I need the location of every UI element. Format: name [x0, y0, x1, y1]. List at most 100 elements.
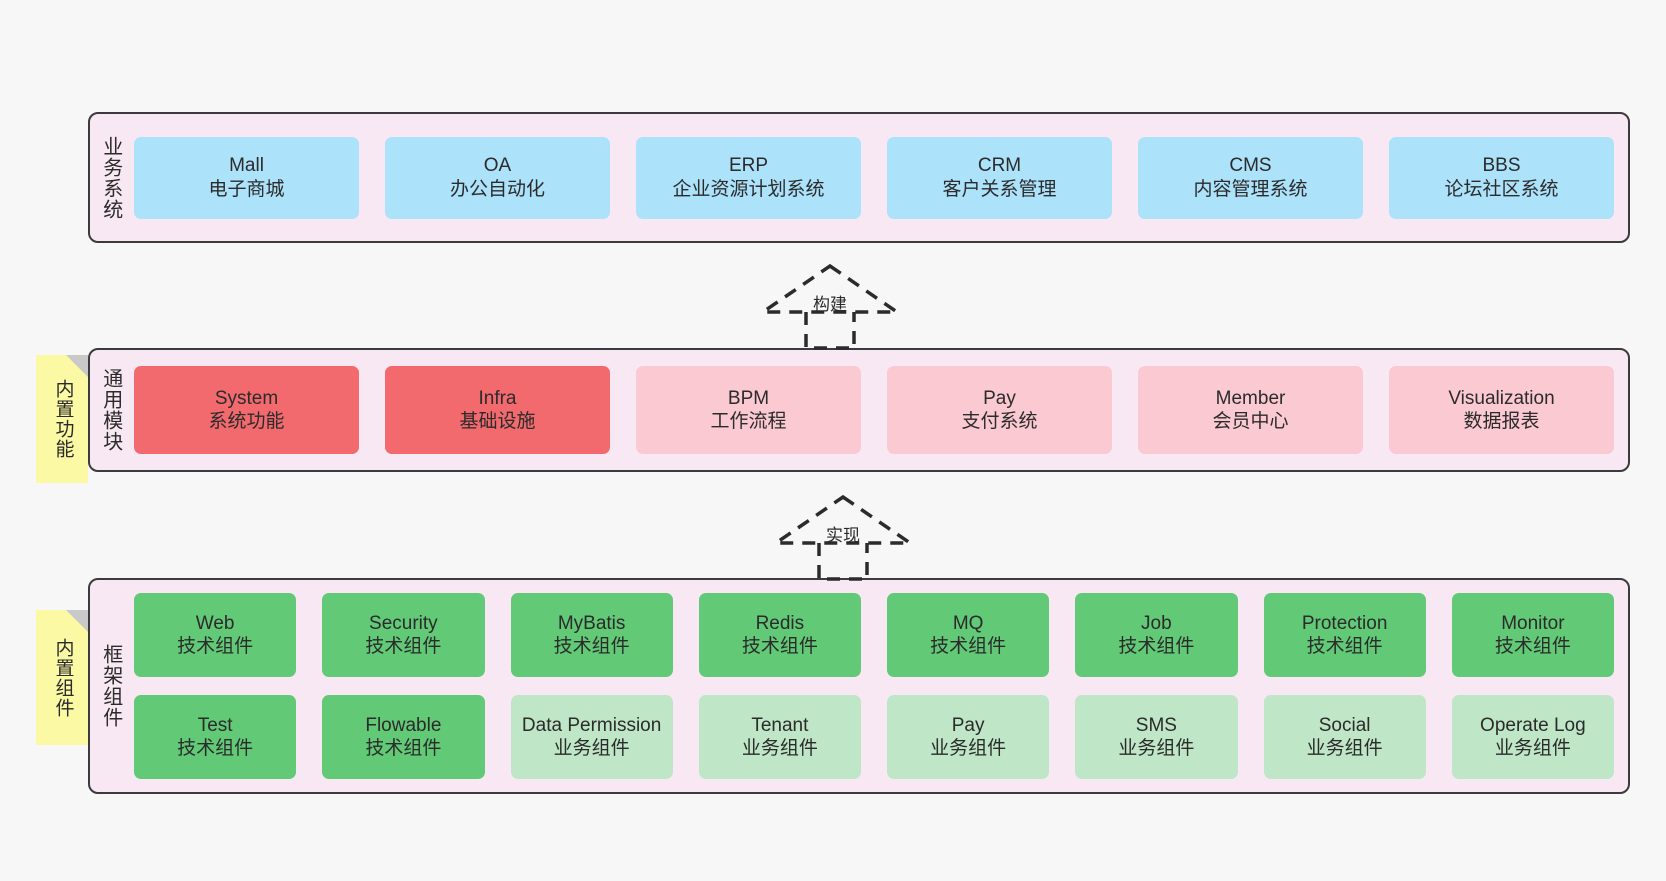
layer-framework-components[interactable]: 框架组件 Web 技术组件 Security 技术组件 MyBatis 技术组件… — [88, 578, 1630, 794]
card-title: MQ — [952, 612, 984, 634]
card-web[interactable]: Web 技术组件 — [134, 593, 297, 677]
card-title: Web — [195, 612, 235, 634]
card-subtitle: 业务组件 — [1306, 738, 1383, 759]
card-subtitle: 业务组件 — [741, 738, 818, 759]
card-visualization[interactable]: Visualization 数据报表 — [1389, 366, 1614, 454]
card-oa[interactable]: OA 办公自动化 — [385, 136, 610, 219]
card-subtitle: 技术组件 — [741, 636, 818, 657]
card-flowable[interactable]: Flowable 技术组件 — [322, 695, 485, 779]
card-test[interactable]: Test 技术组件 — [134, 695, 297, 779]
card-subtitle: 论坛社区系统 — [1444, 178, 1559, 200]
layer-common-modules[interactable]: 通用模块 System 系统功能 Infra 基础设施 BPM 工作流程 Pay… — [88, 348, 1630, 472]
layer-body-framework-components: Web 技术组件 Security 技术组件 MyBatis 技术组件 Redi… — [130, 580, 1628, 792]
card-row: Test 技术组件 Flowable 技术组件 Data Permission … — [134, 695, 1614, 779]
card-title: Member — [1215, 387, 1286, 409]
card-subtitle: 业务组件 — [930, 738, 1007, 759]
card-system[interactable]: System 系统功能 — [134, 366, 359, 454]
card-subtitle: 技术组件 — [365, 738, 442, 759]
card-title: OA — [483, 155, 512, 177]
card-title: ERP — [728, 155, 769, 177]
card-title: Redis — [755, 612, 805, 634]
card-bbs[interactable]: BBS 论坛社区系统 — [1389, 136, 1614, 219]
card-sms[interactable]: SMS 业务组件 — [1075, 695, 1238, 779]
card-subtitle: 客户关系管理 — [942, 178, 1057, 200]
card-bpm[interactable]: BPM 工作流程 — [636, 366, 861, 454]
card-title: Mall — [229, 155, 264, 177]
card-social[interactable]: Social 业务组件 — [1263, 695, 1426, 779]
card-subtitle: 技术组件 — [177, 738, 254, 759]
card-subtitle: 支付系统 — [961, 411, 1038, 432]
card-operate-log[interactable]: Operate Log 业务组件 — [1451, 695, 1614, 779]
card-security[interactable]: Security 技术组件 — [322, 593, 485, 677]
card-title: Tenant — [751, 714, 809, 736]
card-crm[interactable]: CRM 客户关系管理 — [887, 136, 1112, 219]
card-mybatis[interactable]: MyBatis 技术组件 — [510, 593, 673, 677]
card-subtitle: 会员中心 — [1212, 411, 1289, 432]
card-pay[interactable]: Pay 支付系统 — [887, 366, 1112, 454]
card-subtitle: 技术组件 — [1494, 636, 1571, 657]
card-subtitle: 基础设施 — [459, 411, 536, 432]
card-row: Web 技术组件 Security 技术组件 MyBatis 技术组件 Redi… — [134, 593, 1614, 677]
card-erp[interactable]: ERP 企业资源计划系统 — [636, 136, 861, 219]
card-subtitle: 办公自动化 — [449, 178, 545, 200]
note-label: 内置功能 — [52, 379, 74, 459]
connector-build: 构建 — [756, 258, 904, 350]
card-title: Flowable — [365, 714, 442, 736]
card-infra[interactable]: Infra 基础设施 — [385, 366, 610, 454]
card-title: Protection — [1301, 612, 1388, 634]
connector-implement: 实现 — [769, 489, 917, 581]
note-builtin-components[interactable]: 内置组件 — [36, 610, 88, 745]
card-title: System — [214, 387, 279, 409]
card-title: Operate Log — [1480, 714, 1586, 736]
card-data-permission[interactable]: Data Permission 业务组件 — [510, 695, 673, 779]
connector-implement-label: 实现 — [826, 526, 860, 545]
card-title: Social — [1318, 714, 1371, 736]
card-title: Job — [1141, 612, 1172, 634]
card-mall[interactable]: Mall 电子商城 — [134, 136, 359, 219]
card-subtitle: 电子商城 — [208, 178, 285, 200]
card-title: Visualization — [1448, 387, 1555, 409]
card-cms[interactable]: CMS 内容管理系统 — [1138, 136, 1363, 219]
card-title: SMS — [1135, 714, 1177, 736]
card-title: CRM — [977, 155, 1022, 177]
card-subtitle: 业务组件 — [1494, 738, 1571, 759]
card-title: Data Permission — [521, 714, 662, 736]
layer-title-common-modules: 通用模块 — [99, 368, 122, 452]
page-fold-icon — [66, 355, 88, 377]
card-job[interactable]: Job 技术组件 — [1075, 593, 1238, 677]
card-title: CMS — [1229, 155, 1272, 177]
card-title: Security — [369, 612, 438, 634]
layer-business-systems[interactable]: 业务系统 Mall 电子商城 OA 办公自动化 ERP 企业资源计划系统 CRM… — [88, 112, 1630, 243]
card-row: Mall 电子商城 OA 办公自动化 ERP 企业资源计划系统 CRM 客户关系… — [134, 136, 1614, 219]
page-fold-icon — [66, 610, 88, 632]
card-mq[interactable]: MQ 技术组件 — [887, 593, 1050, 677]
card-subtitle: 业务组件 — [553, 738, 630, 759]
card-title: Infra — [478, 387, 517, 409]
card-member[interactable]: Member 会员中心 — [1138, 366, 1363, 454]
layer-title-framework-components: 框架组件 — [99, 644, 122, 728]
connector-build-label: 构建 — [813, 295, 847, 314]
layer-title-business-systems: 业务系统 — [99, 135, 122, 220]
card-monitor[interactable]: Monitor 技术组件 — [1451, 593, 1614, 677]
note-label: 内置组件 — [52, 637, 74, 718]
card-subtitle: 工作流程 — [710, 411, 787, 432]
card-title: Pay — [983, 387, 1016, 409]
card-subtitle: 数据报表 — [1463, 411, 1540, 432]
card-title: BBS — [1482, 155, 1521, 177]
card-subtitle: 技术组件 — [1306, 636, 1383, 657]
card-tenant[interactable]: Tenant 业务组件 — [698, 695, 861, 779]
card-redis[interactable]: Redis 技术组件 — [698, 593, 861, 677]
note-builtin-features[interactable]: 内置功能 — [36, 355, 88, 483]
card-subtitle: 技术组件 — [930, 636, 1007, 657]
card-title: Monitor — [1501, 612, 1565, 634]
card-subtitle: 企业资源计划系统 — [672, 178, 825, 200]
card-subtitle: 系统功能 — [208, 411, 285, 432]
card-protection[interactable]: Protection 技术组件 — [1263, 593, 1426, 677]
card-title: Pay — [951, 714, 985, 736]
card-title: MyBatis — [557, 612, 626, 634]
card-subtitle: 技术组件 — [1118, 636, 1195, 657]
layer-body-common-modules: System 系统功能 Infra 基础设施 BPM 工作流程 Pay 支付系统… — [130, 350, 1628, 470]
card-subtitle: 业务组件 — [1118, 738, 1195, 759]
card-pay-business[interactable]: Pay 业务组件 — [887, 695, 1050, 779]
